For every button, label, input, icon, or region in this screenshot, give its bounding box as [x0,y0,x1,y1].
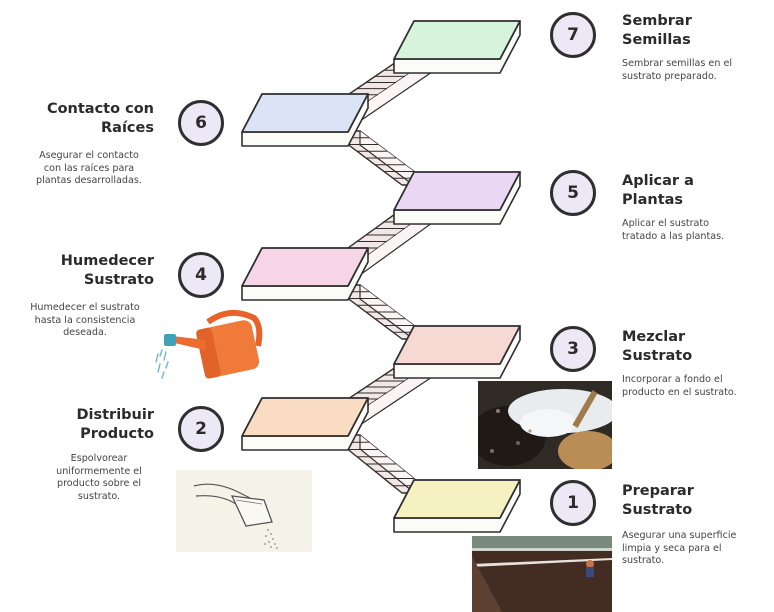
step-3-description: Incorporar a fondo el producto en el sus… [622,374,737,399]
step-6-description: Asegurar el contacto con las raíces para… [18,150,160,188]
step-6-desc-line: con las raíces para [43,162,135,174]
platform-3 [393,325,521,365]
step-6-title-line1: Contacto con [46,101,154,117]
step-2-badge: 2 [178,406,224,452]
step-7-badge: 7 [550,12,596,58]
step-5-title: Aplicar a Plantas [622,172,694,210]
step-6-desc-line: Asegurar el contacto [39,150,139,161]
step-4-title-line2: Sustrato [83,272,154,288]
step-7-desc-line: sustrato preparado. [622,70,717,82]
step-2-title-line2: Producto [80,426,154,442]
step-1-title-line1: Preparar [622,483,694,499]
step-7-title: Sembrar Semillas [622,12,692,50]
seed-packet-icon [193,483,278,549]
step-5-desc-line: Aplicar el sustrato [622,218,710,229]
watering-can-icon [155,309,263,379]
step-1-badge: 1 [550,480,596,526]
prepared-surface-photo [472,536,612,612]
step-2-title: Distribuir Producto [76,406,154,444]
step-1-desc-line: Asegurar una superficie [622,530,737,541]
step-2-desc-line: Espolvorear [70,453,128,464]
step-3-title-line1: Mezclar [622,329,686,345]
step-5-description: Aplicar el sustrato tratado a las planta… [622,218,724,243]
step-2-desc-line: sustrato. [77,490,121,502]
platform-4 [241,247,369,287]
mixing-substrate-photo [478,381,612,469]
watering-can-graphic [150,302,268,384]
step-6-badge: 6 [178,100,224,146]
step-3-title-line2: Sustrato [622,348,693,364]
step-4-desc-line: deseada. [63,327,107,338]
step-4-desc-line: hasta la consistencia [34,314,136,326]
step-7-title-line2: Semillas [622,32,691,48]
step-6-title: Contacto con Raíces [47,100,154,138]
step-3-badge: 3 [550,326,596,372]
platform-6 [241,93,369,133]
step-3-title: Mezclar Sustrato [622,328,692,366]
step-1-title-line2: Sustrato [622,502,693,518]
platform-7 [393,20,521,60]
step-7-desc-line: Sembrar semillas en el [622,58,733,69]
step-4-description: Humedecer el sustrato hasta la consisten… [10,302,160,340]
step-7-description: Sembrar semillas en el sustrato preparad… [622,58,732,83]
step-3-desc-line: producto en el sustrato. [622,386,737,398]
prepared-surface-illustration [472,536,612,612]
step-2-title-line1: Distribuir [76,407,154,423]
step-1-desc-line: sustrato. [622,555,665,566]
platform-5 [393,171,521,211]
step-1-title: Preparar Sustrato [622,482,694,520]
step-6-title-line2: Raíces [101,120,154,136]
step-4-title-line1: Humedecer [60,253,154,269]
step-2-desc-line: producto sobre el [56,478,142,489]
step-7-title-line1: Sembrar [622,13,692,29]
step-6-desc-line: plantas desarrolladas. [36,175,142,186]
step-5-desc-line: tratado a las plantas. [622,230,725,242]
spreading-product-sketch [176,470,312,552]
step-3-desc-line: Incorporar a fondo el [622,374,723,385]
step-4-title: Humedecer Sustrato [61,252,154,290]
mixing-substrate-illustration [478,381,612,469]
step-5-badge: 5 [550,170,596,216]
step-2-description: Espolvorear uniformemente el producto so… [40,453,158,503]
step-4-badge: 4 [178,252,224,298]
step-5-title-line2: Plantas [622,192,684,208]
step-1-desc-line: limpia y seca para el [622,542,722,554]
step-4-desc-line: Humedecer el sustrato [30,302,140,313]
step-5-title-line1: Aplicar a [622,173,694,189]
step-2-desc-line: uniformemente el [56,465,142,477]
platform-1 [393,479,521,519]
step-1-description: Asegurar una superficie limpia y seca pa… [622,530,736,568]
platform-2 [241,397,369,437]
